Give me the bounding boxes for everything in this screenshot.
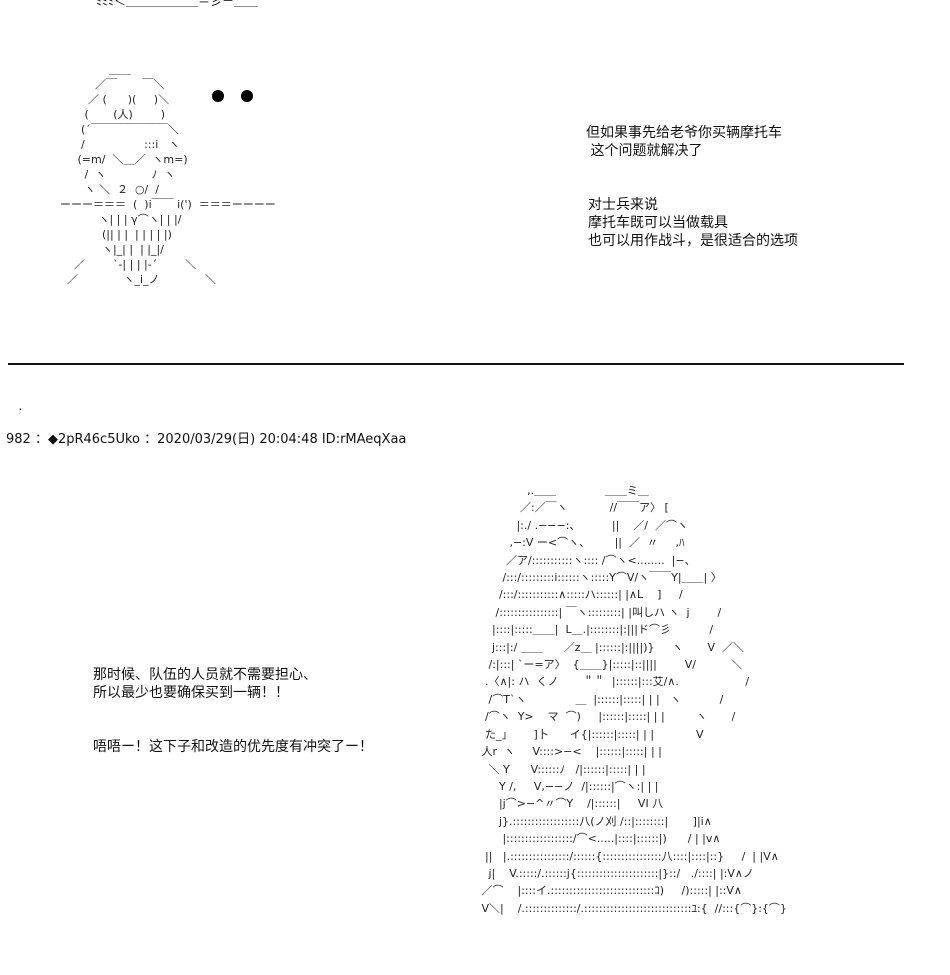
caption-bottom-line-2: 所以最少也要确保买到一辆！！: [93, 685, 289, 701]
caption-top-line-1: 但如果事先给老爷你买辆摩托车: [586, 125, 782, 141]
girl-ascii-art: ,.＿＿ ＿＿ミ＿ ／:／￣ヽ //￣￣ア〉 [ |:./ .−−−:、 || …: [481, 484, 787, 915]
caption-bottom-line-1: 那时候、队伍的人员就不需要担心、: [93, 667, 317, 683]
art-fragment-top: ﾐﾐﾐ＜＿＿＿＿＿＿＝彡－＿＿´: [96, 0, 265, 8]
owl-ascii-art: ＿＿ ／￣ ￣＼ ／ ( )( )＼ ( (人) ) (´￣￣￣￣￣￣￣＼ / …: [60, 62, 420, 332]
owl-art-text: ＿＿ ／￣ ￣＼ ／ ( )( )＼ ( (人) ) (´￣￣￣￣￣￣￣＼ / …: [60, 63, 276, 286]
separator-dot: ．: [18, 402, 28, 413]
section-divider: [8, 363, 904, 365]
post-header: 982 ：◆2pR46c5Uko ：2020/03/29(日) 20:04:48…: [6, 432, 407, 447]
owl-right-eye: [241, 90, 253, 102]
caption-top-line-2: 这个问题就解决了: [586, 143, 703, 159]
caption-top-line-3: 对士兵来说: [588, 197, 658, 213]
caption-top-line-4: 摩托车既可以当做载具: [588, 215, 728, 231]
caption-bottom-line-3: 唔唔ー！这下子和改造的优先度有冲突了ー！: [93, 739, 373, 755]
owl-left-eye: [212, 90, 224, 102]
caption-top-line-5: 也可以用作战斗，是很适合的选项: [588, 233, 798, 249]
